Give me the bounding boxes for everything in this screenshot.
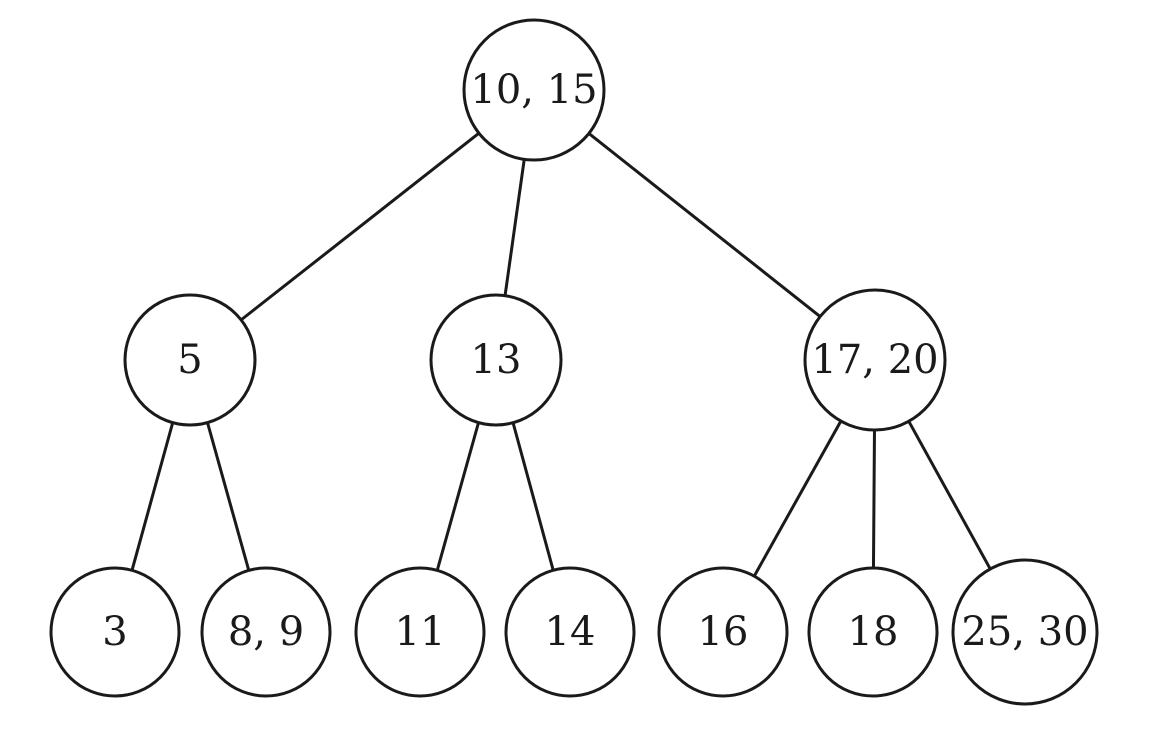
tree-nodes: 10, 15 5 13 17, 20 3 8, 9 11 14 16 18 25, 30 bbox=[49, 18, 1099, 706]
tree-node-n18: 18 bbox=[807, 566, 939, 698]
node-label: 11 bbox=[395, 609, 446, 655]
node-label: 18 bbox=[848, 609, 899, 655]
edge-n1720-n16 bbox=[752, 420, 843, 577]
tree-node-root: 10, 15 bbox=[462, 18, 606, 162]
node-label: 17, 20 bbox=[811, 337, 938, 383]
edge-n1720-n18 bbox=[871, 429, 876, 569]
node-circle bbox=[803, 288, 947, 432]
tree-node-n2530: 25, 30 bbox=[951, 558, 1099, 706]
node-label: 16 bbox=[698, 609, 749, 655]
node-circle bbox=[951, 558, 1099, 706]
node-circle bbox=[657, 566, 789, 698]
node-circle bbox=[462, 18, 606, 162]
tree-node-n16: 16 bbox=[657, 566, 789, 698]
tree-node-n5: 5 bbox=[123, 293, 257, 427]
node-circle bbox=[354, 566, 486, 698]
node-circle bbox=[200, 566, 332, 698]
node-label: 13 bbox=[471, 337, 522, 383]
tree-edges bbox=[130, 132, 992, 577]
node-circle bbox=[504, 566, 636, 698]
tree-node-n13: 13 bbox=[429, 293, 563, 427]
node-label: 3 bbox=[102, 609, 127, 655]
edge-root-n5 bbox=[240, 132, 480, 322]
node-label: 14 bbox=[545, 609, 596, 655]
tree-node-n3: 3 bbox=[49, 566, 181, 698]
node-circle bbox=[429, 293, 563, 427]
edge-n1720-n2530 bbox=[907, 420, 992, 570]
edge-root-n1720 bbox=[587, 132, 822, 318]
edge-n5-n3 bbox=[130, 422, 175, 571]
edge-root-n13 bbox=[503, 159, 526, 296]
node-label: 25, 30 bbox=[961, 609, 1088, 655]
edge-n13-n14 bbox=[511, 422, 555, 571]
node-label: 8, 9 bbox=[228, 609, 304, 655]
edge-n13-n11 bbox=[435, 422, 480, 571]
node-label: 10, 15 bbox=[470, 67, 597, 113]
tree-node-n89: 8, 9 bbox=[200, 566, 332, 698]
node-circle bbox=[123, 293, 257, 427]
tree-node-n14: 14 bbox=[504, 566, 636, 698]
node-circle bbox=[807, 566, 939, 698]
edge-n5-n89 bbox=[206, 422, 251, 571]
tree-node-n1720: 17, 20 bbox=[803, 288, 947, 432]
node-circle bbox=[49, 566, 181, 698]
tree-node-n11: 11 bbox=[354, 566, 486, 698]
node-label: 5 bbox=[177, 337, 202, 383]
